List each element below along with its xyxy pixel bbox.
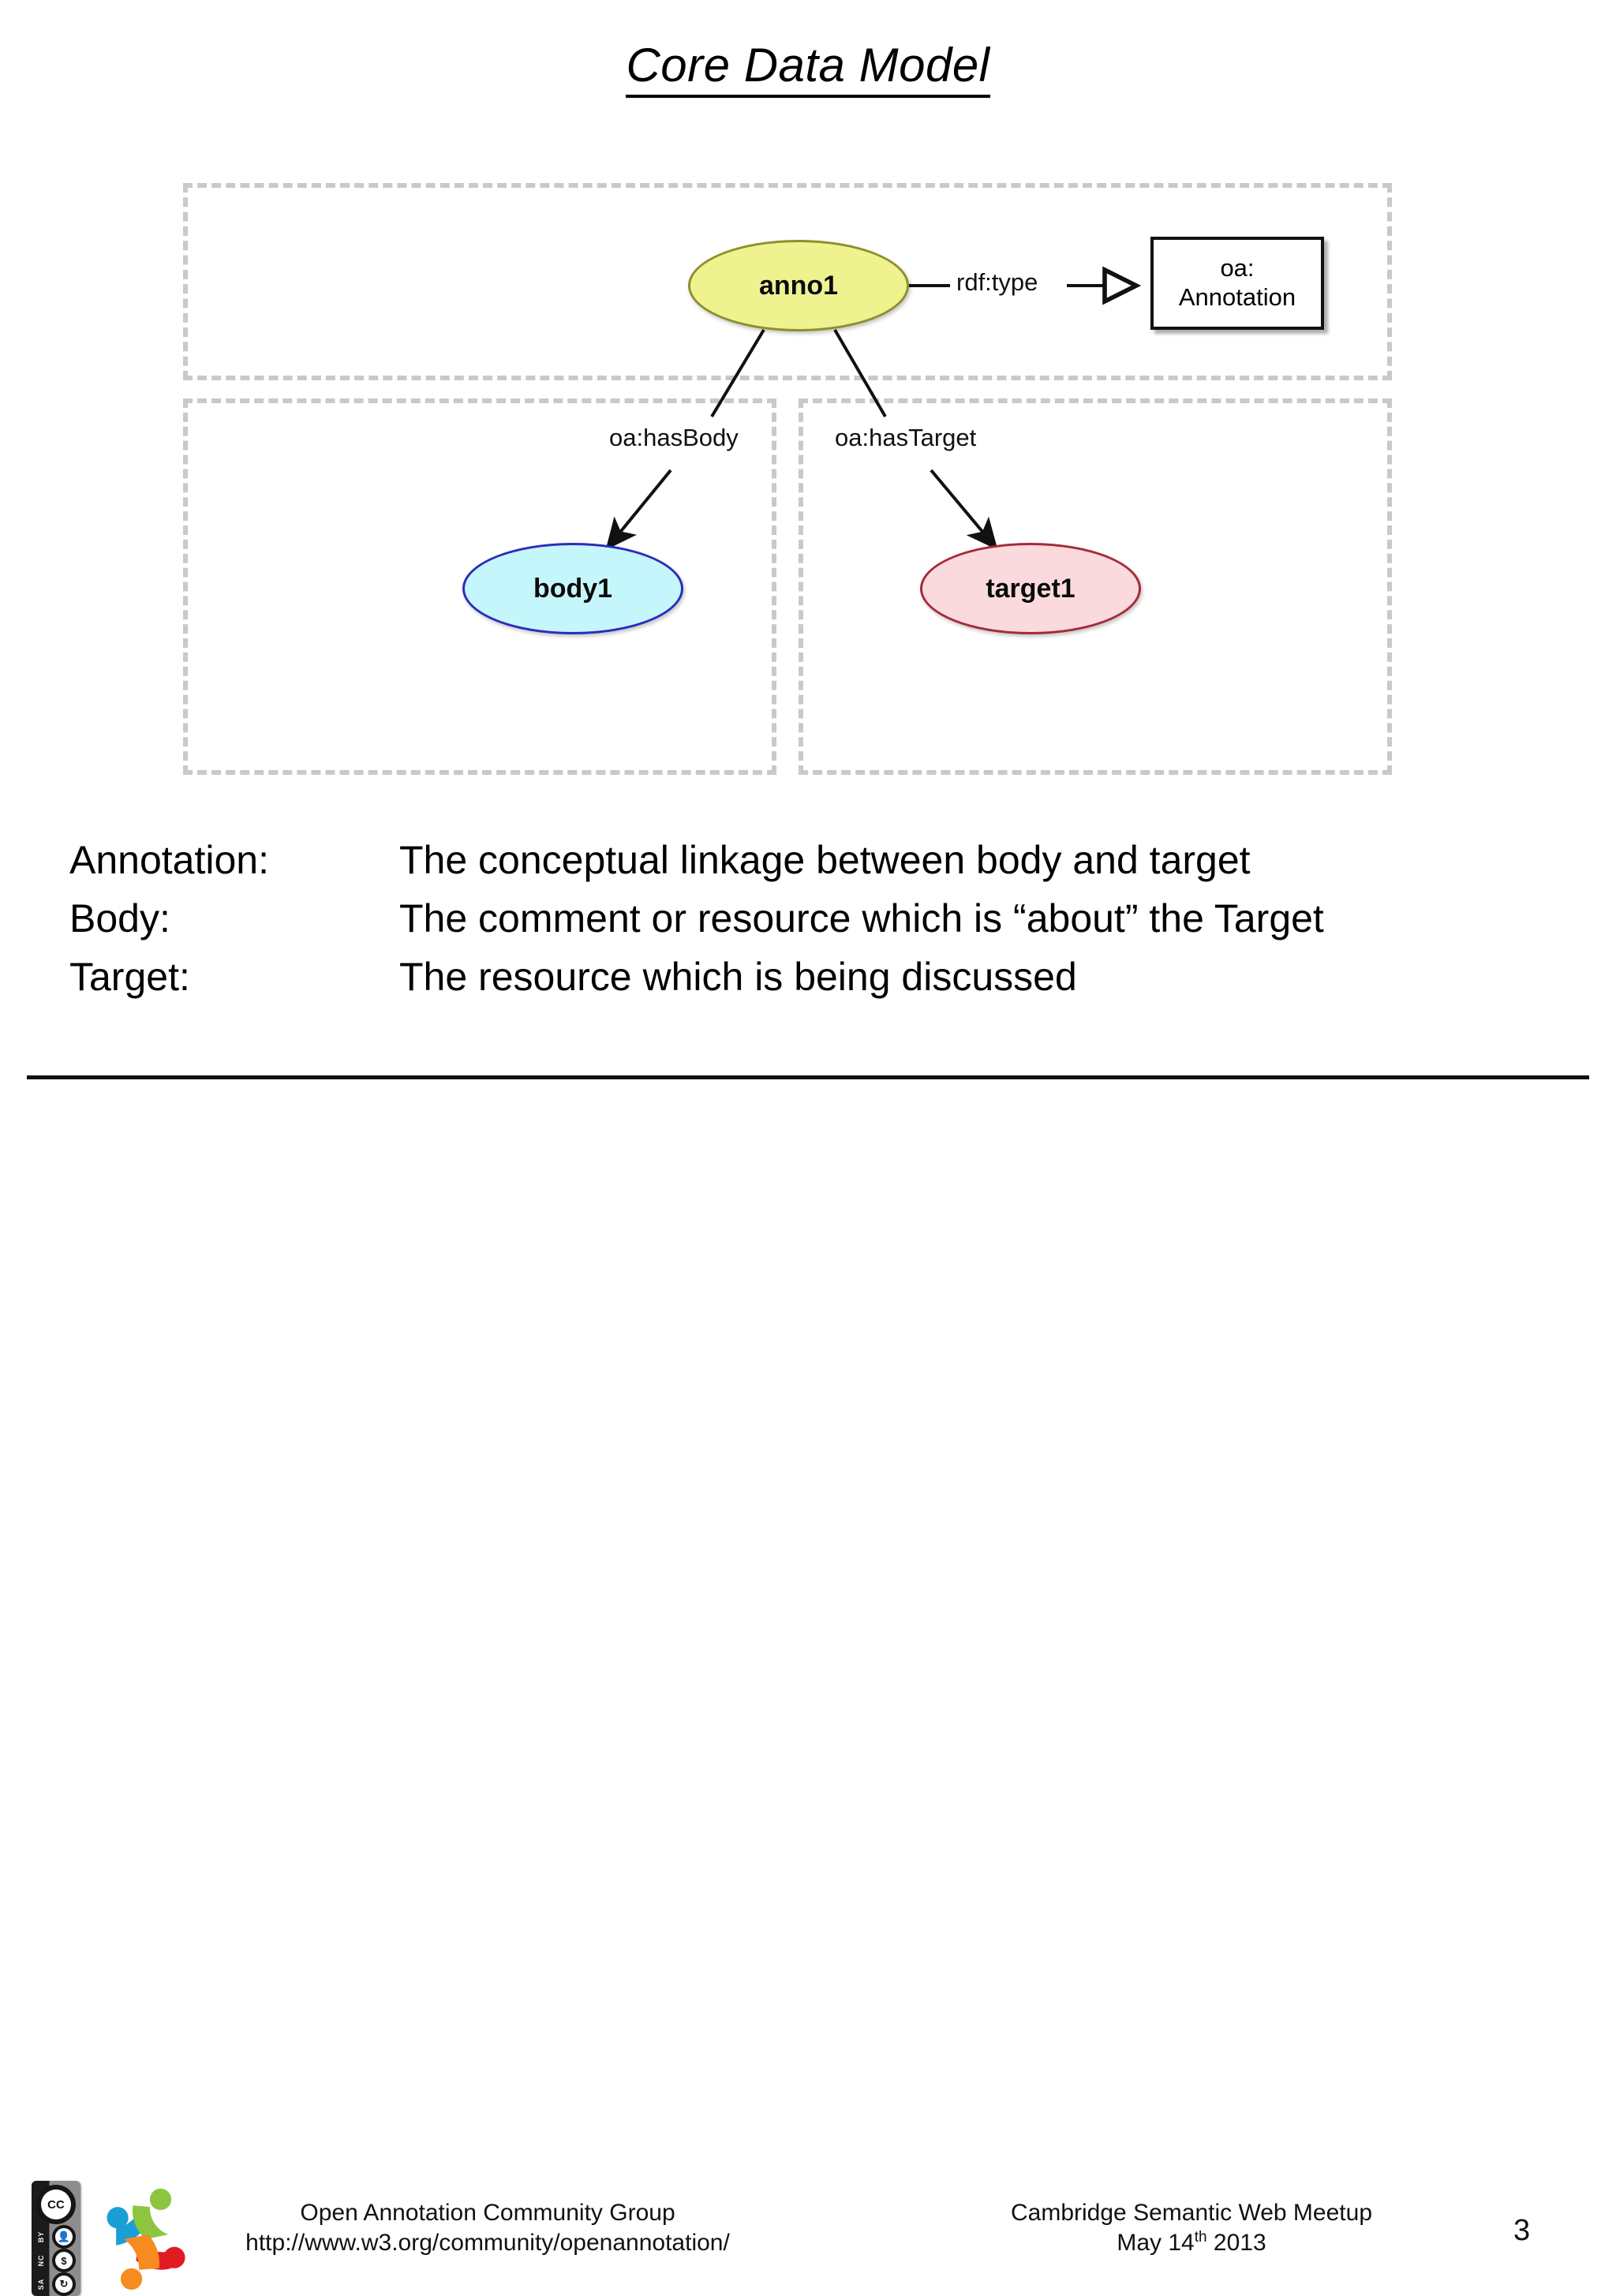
- footer-event-date-ordinal: th: [1194, 2229, 1207, 2246]
- edge-label-has-body: oa:hasBody: [609, 424, 739, 451]
- footer-group-url[interactable]: http://www.w3.org/community/openannotati…: [245, 2230, 730, 2257]
- definition-description-annotation: The conceptual linkage between body and …: [399, 838, 1251, 882]
- node-oa-annotation-class[interactable]: oa: Annotation: [1150, 237, 1324, 330]
- page-title: Core Data Model: [0, 38, 1616, 98]
- node-anno1-label: anno1: [758, 270, 839, 301]
- core-data-model-diagram: anno1 body1 target1 oa: Annotation rdf:t…: [0, 0, 1616, 1057]
- page-number: 3: [1513, 2214, 1531, 2247]
- footer-event-date-suffix: 2013: [1206, 2230, 1266, 2257]
- edge-label-rdf-type: rdf:type: [956, 268, 1038, 296]
- node-anno1[interactable]: anno1: [688, 240, 909, 331]
- footer-group-name: Open Annotation Community Group: [300, 2200, 675, 2226]
- footer-event-date: May 14th 2013: [955, 2228, 1428, 2258]
- page-title-text: Core Data Model: [626, 39, 990, 98]
- cc-sa-icon: ↻: [52, 2272, 76, 2296]
- class-box-line-1: oa:: [1220, 254, 1255, 282]
- cc-by-icon: 👤: [52, 2225, 76, 2249]
- definition-row-annotation: Annotation: The conceptual linkage betwe…: [69, 838, 1553, 882]
- node-body1-label: body1: [533, 573, 613, 604]
- definition-term-annotation: Annotation:: [69, 838, 269, 882]
- cc-nc-label: NC: [37, 2254, 45, 2267]
- definition-row-body: Body: The comment or resource which is “…: [69, 896, 1553, 940]
- class-box-line-2: Annotation: [1178, 283, 1296, 311]
- node-target1-label: target1: [986, 573, 1075, 604]
- footer-left-block: Open Annotation Community Group http://w…: [180, 2198, 795, 2259]
- definition-description-body: The comment or resource which is “about”…: [399, 896, 1324, 940]
- footer-event-name: Cambridge Semantic Web Meetup: [1011, 2200, 1372, 2226]
- edge-label-has-target: oa:hasTarget: [835, 424, 977, 451]
- annotation-group-box: [183, 183, 1392, 380]
- footer-right-block: Cambridge Semantic Web Meetup May 14th 2…: [955, 2198, 1428, 2259]
- cc-by-label: BY: [37, 2231, 45, 2243]
- footer-event-date-prefix: May 14: [1117, 2230, 1195, 2257]
- node-body1[interactable]: body1: [462, 543, 683, 634]
- body-group-box: [183, 398, 776, 775]
- definition-term-body: Body:: [69, 896, 170, 940]
- creative-commons-license-icon[interactable]: CC BY 👤 NC $ SA ↻: [32, 2181, 80, 2296]
- target-group-box: [799, 398, 1392, 775]
- definition-list: Annotation: The conceptual linkage betwe…: [69, 838, 1553, 1013]
- definition-term-target: Target:: [69, 955, 190, 999]
- cc-nc-icon: $: [52, 2249, 76, 2272]
- cc-logo-icon: CC: [36, 2185, 76, 2224]
- node-target1[interactable]: target1: [920, 543, 1141, 634]
- cc-logo-text: CC: [41, 2189, 71, 2219]
- cc-sa-label: SA: [37, 2278, 45, 2290]
- definition-description-target: The resource which is being discussed: [399, 955, 1077, 999]
- footer-divider: [27, 1075, 1589, 1079]
- slide-footer: CC BY 👤 NC $ SA ↻ Open Annotation Commun…: [0, 1087, 1616, 2296]
- diagram-edges: [605, 0, 1616, 551]
- definition-row-target: Target: The resource which is being disc…: [69, 955, 1553, 999]
